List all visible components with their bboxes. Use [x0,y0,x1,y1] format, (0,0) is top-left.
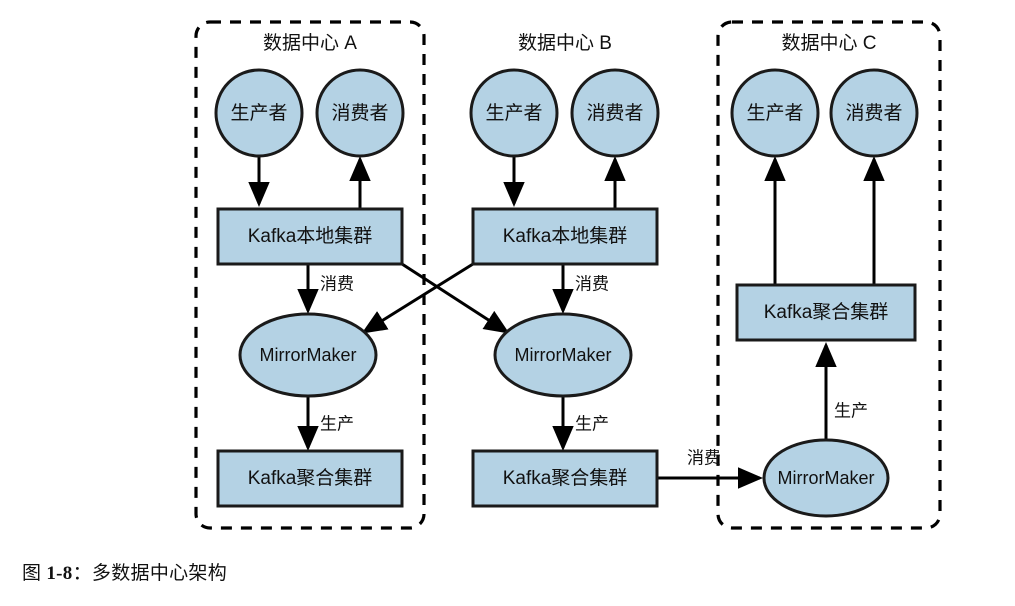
group-title-dc-a: 数据中心 A [263,32,357,54]
node-b-aggregate-cluster[interactable]: Kafka聚合集群 [471,449,659,508]
node-shape-circle [315,68,405,158]
node-a-producer[interactable]: 生产者 [214,68,304,158]
node-label: Kafka本地集群 [248,225,373,247]
node-shape-ellipse [493,312,633,398]
edge-label-a-consume: 消费 [320,274,354,293]
node-label: 消费者 [586,102,643,124]
node-a-aggregate-cluster[interactable]: Kafka聚合集群 [216,449,404,508]
node-label: 消费者 [331,102,388,124]
node-b-producer[interactable]: 生产者 [469,68,559,158]
edge-label-c-produce: 生产 [834,401,868,420]
edge-label-c-consume: 消费 [687,448,721,467]
node-c-aggregate-cluster[interactable]: Kafka聚合集群 [735,283,917,342]
node-c-consumer[interactable]: 消费者 [829,68,919,158]
node-label: 生产者 [230,102,287,124]
node-shape-circle [214,68,304,158]
node-shape-rect [471,207,659,266]
node-b-local-cluster[interactable]: Kafka本地集群 [471,207,659,266]
node-shape-ellipse [238,312,378,398]
node-a-local-cluster[interactable]: Kafka本地集群 [216,207,404,266]
group-box-dc-a [194,20,426,530]
node-shape-circle [570,68,660,158]
node-b-consumer[interactable]: 消费者 [570,68,660,158]
edge-a-local-to-b-mirror [401,262,510,334]
node-shape-rect [471,449,659,508]
node-shape-ellipse [762,438,890,518]
node-shape-rect [216,449,404,508]
node-label: Kafka聚合集群 [764,301,889,323]
node-label: Kafka本地集群 [503,225,628,247]
caption-separator: ： [72,563,92,584]
node-shape-circle [829,68,919,158]
edges [248,156,885,489]
node-shape-rect [216,207,404,266]
node-shape-circle [730,68,820,158]
edge-labels: 消费 生产 消费 生产 消费 生产 [320,274,868,467]
node-c-mirrormaker[interactable]: MirrorMaker [762,438,890,518]
node-c-producer[interactable]: 生产者 [730,68,820,158]
node-a-consumer[interactable]: 消费者 [315,68,405,158]
node-shape-rect [735,283,917,342]
edge-label-a-produce: 生产 [320,414,354,433]
group-title-dc-b: 数据中心 B [518,32,612,54]
group-title-dc-c: 数据中心 C [781,32,876,54]
group-box-dc-c [716,20,942,530]
node-label: 消费者 [845,102,902,124]
caption-number: 1-8 [46,563,73,584]
node-label: Kafka聚合集群 [503,467,628,489]
node-label: 生产者 [485,102,542,124]
figure-caption: 图 1-8：多数据中心架构 [22,558,227,585]
edge-label-b-consume: 消费 [575,274,609,293]
edge-b-local-to-a-mirror [361,262,474,334]
node-label: Kafka聚合集群 [248,467,373,489]
node-shape-circle [469,68,559,158]
node-label: MirrorMaker [778,468,875,488]
edge-label-b-produce: 生产 [575,414,609,433]
node-label: 生产者 [746,102,803,124]
node-label: MirrorMaker [515,345,612,365]
node-label: MirrorMaker [260,345,357,365]
caption-text: 多数据中心架构 [91,563,228,584]
node-a-mirrormaker[interactable]: MirrorMaker [238,312,378,398]
caption-prefix: 图 [22,563,42,584]
node-b-mirrormaker[interactable]: MirrorMaker [493,312,633,398]
group-boundaries [194,20,942,530]
